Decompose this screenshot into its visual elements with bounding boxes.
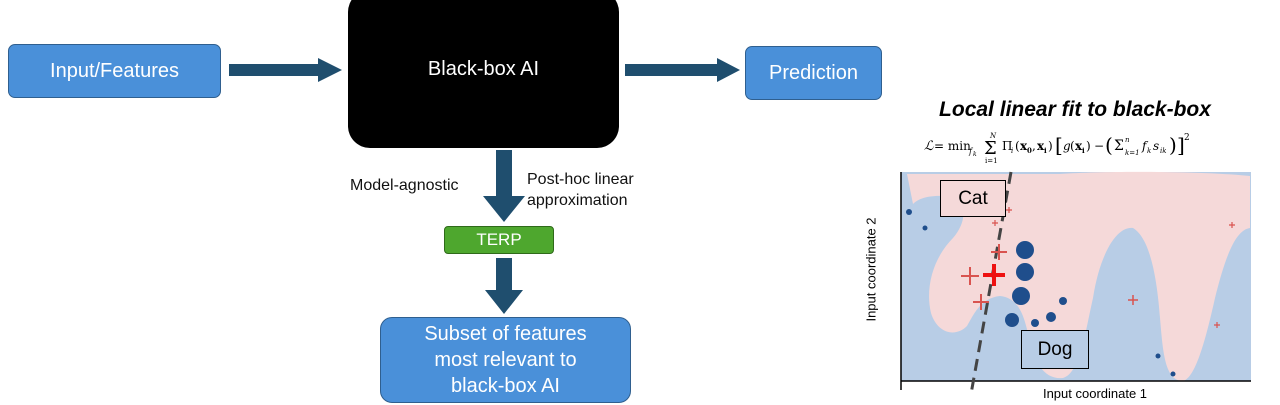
loss-formula-graphic: ℒ = min f k N Σ i=1 Π i (x 0 ,x i) [ g (…: [924, 132, 1190, 165]
red-plus: [1229, 222, 1235, 228]
subset-line-2: most relevant to: [434, 349, 577, 371]
red-plus: [992, 220, 998, 226]
svg-text:g: g: [1063, 139, 1071, 153]
subset-features-box: Subset of features most relevant to blac…: [380, 317, 631, 403]
cat-label: Cat: [958, 187, 988, 209]
input-features-box: Input/Features: [8, 44, 221, 98]
y-axis-label: Input coordinate 2: [863, 217, 879, 322]
svg-text:s: s: [1153, 139, 1159, 153]
blue-dot: [1046, 312, 1056, 322]
svg-text:x: x: [1020, 139, 1028, 153]
svg-text:i: i: [1044, 146, 1047, 155]
svg-text:(: (: [1015, 139, 1020, 153]
svg-text:i: i: [1011, 147, 1013, 155]
red-plus: [1128, 295, 1138, 305]
svg-text:): ): [1086, 139, 1091, 153]
posthoc-label-line1: Post-hoc linear: [527, 171, 634, 188]
svg-text:0: 0: [1027, 146, 1032, 155]
model-agnostic-label: Model-agnostic: [350, 177, 459, 194]
svg-text:ℒ: ℒ: [924, 139, 934, 154]
svg-text:−: −: [1094, 139, 1104, 153]
cat-region: [907, 171, 1250, 381]
prediction-label: Prediction: [769, 61, 858, 84]
plot-title: Local linear fit to black-box: [939, 98, 1211, 121]
blue-dot: [1170, 371, 1176, 377]
svg-text:x: x: [1037, 139, 1045, 153]
subset-line-3: black-box AI: [451, 375, 560, 397]
blue-dot: [1155, 353, 1161, 359]
blackbox-ai-box: Black-box AI: [348, 0, 619, 148]
svg-text:f: f: [968, 147, 974, 156]
arrow-blackbox-to-terp: [483, 150, 525, 222]
svg-text:Σ: Σ: [984, 138, 997, 159]
svg-text:f: f: [1141, 139, 1149, 153]
red-plus: [1006, 207, 1012, 213]
red-plus: [973, 294, 989, 310]
svg-text:[: [: [1055, 133, 1063, 157]
blue-dot: [1016, 263, 1034, 281]
blue-dot: [1059, 297, 1067, 305]
dog-label: Dog: [1037, 338, 1073, 360]
red-plus: [961, 267, 979, 285]
arrow-input-to-blackbox: [229, 58, 342, 82]
svg-text:2: 2: [1184, 133, 1190, 143]
dog-label-box: Dog: [1021, 330, 1089, 369]
svg-text:): ): [1169, 133, 1177, 157]
blue-dot: [1031, 319, 1039, 327]
cat-label-box: Cat: [940, 180, 1006, 217]
blue-dot: [1012, 287, 1030, 305]
loss-formula: ℒ = min f k N Σ i=1 Π i (x 0 ,x i) [ g (…: [922, 128, 1242, 165]
terp-label: TERP: [476, 230, 522, 249]
svg-text:i: i: [1082, 146, 1085, 155]
red-plus: [1214, 322, 1220, 328]
x-axis-label: Input coordinate 1: [1042, 386, 1148, 401]
svg-text:(: (: [1070, 139, 1075, 153]
svg-text:k=1: k=1: [1125, 149, 1140, 157]
svg-text:,: ,: [1032, 139, 1036, 153]
svg-text:n: n: [1125, 136, 1130, 144]
terp-box: TERP: [444, 226, 554, 254]
svg-text:(: (: [1105, 133, 1113, 157]
svg-text:Π: Π: [1002, 139, 1012, 153]
blue-dot: [1016, 241, 1034, 259]
svg-text:Σ: Σ: [1114, 138, 1124, 154]
subset-line-1: Subset of features: [424, 323, 587, 345]
red-plus-highlighted: [983, 264, 1005, 286]
svg-text:k: k: [1147, 147, 1151, 155]
svg-text:x: x: [1075, 139, 1083, 153]
blue-dot: [906, 209, 912, 215]
svg-text:]: ]: [1177, 133, 1185, 157]
red-plus: [991, 244, 1007, 260]
prediction-box: Prediction: [745, 46, 882, 100]
svg-text:N: N: [989, 132, 997, 140]
blue-dot: [922, 225, 928, 231]
input-features-label: Input/Features: [50, 59, 179, 82]
svg-text:k: k: [973, 151, 977, 158]
arrow-terp-to-subset: [485, 258, 523, 314]
blackbox-ai-label: Black-box AI: [427, 57, 540, 80]
arrow-blackbox-to-prediction: [625, 58, 740, 82]
svg-text:): ): [1048, 139, 1053, 153]
svg-text:i=1: i=1: [985, 157, 998, 165]
posthoc-label-line2: approximation: [527, 192, 628, 209]
svg-text:= min: = min: [934, 139, 971, 153]
blue-dot: [1005, 313, 1019, 327]
svg-text:ik: ik: [1160, 147, 1166, 155]
